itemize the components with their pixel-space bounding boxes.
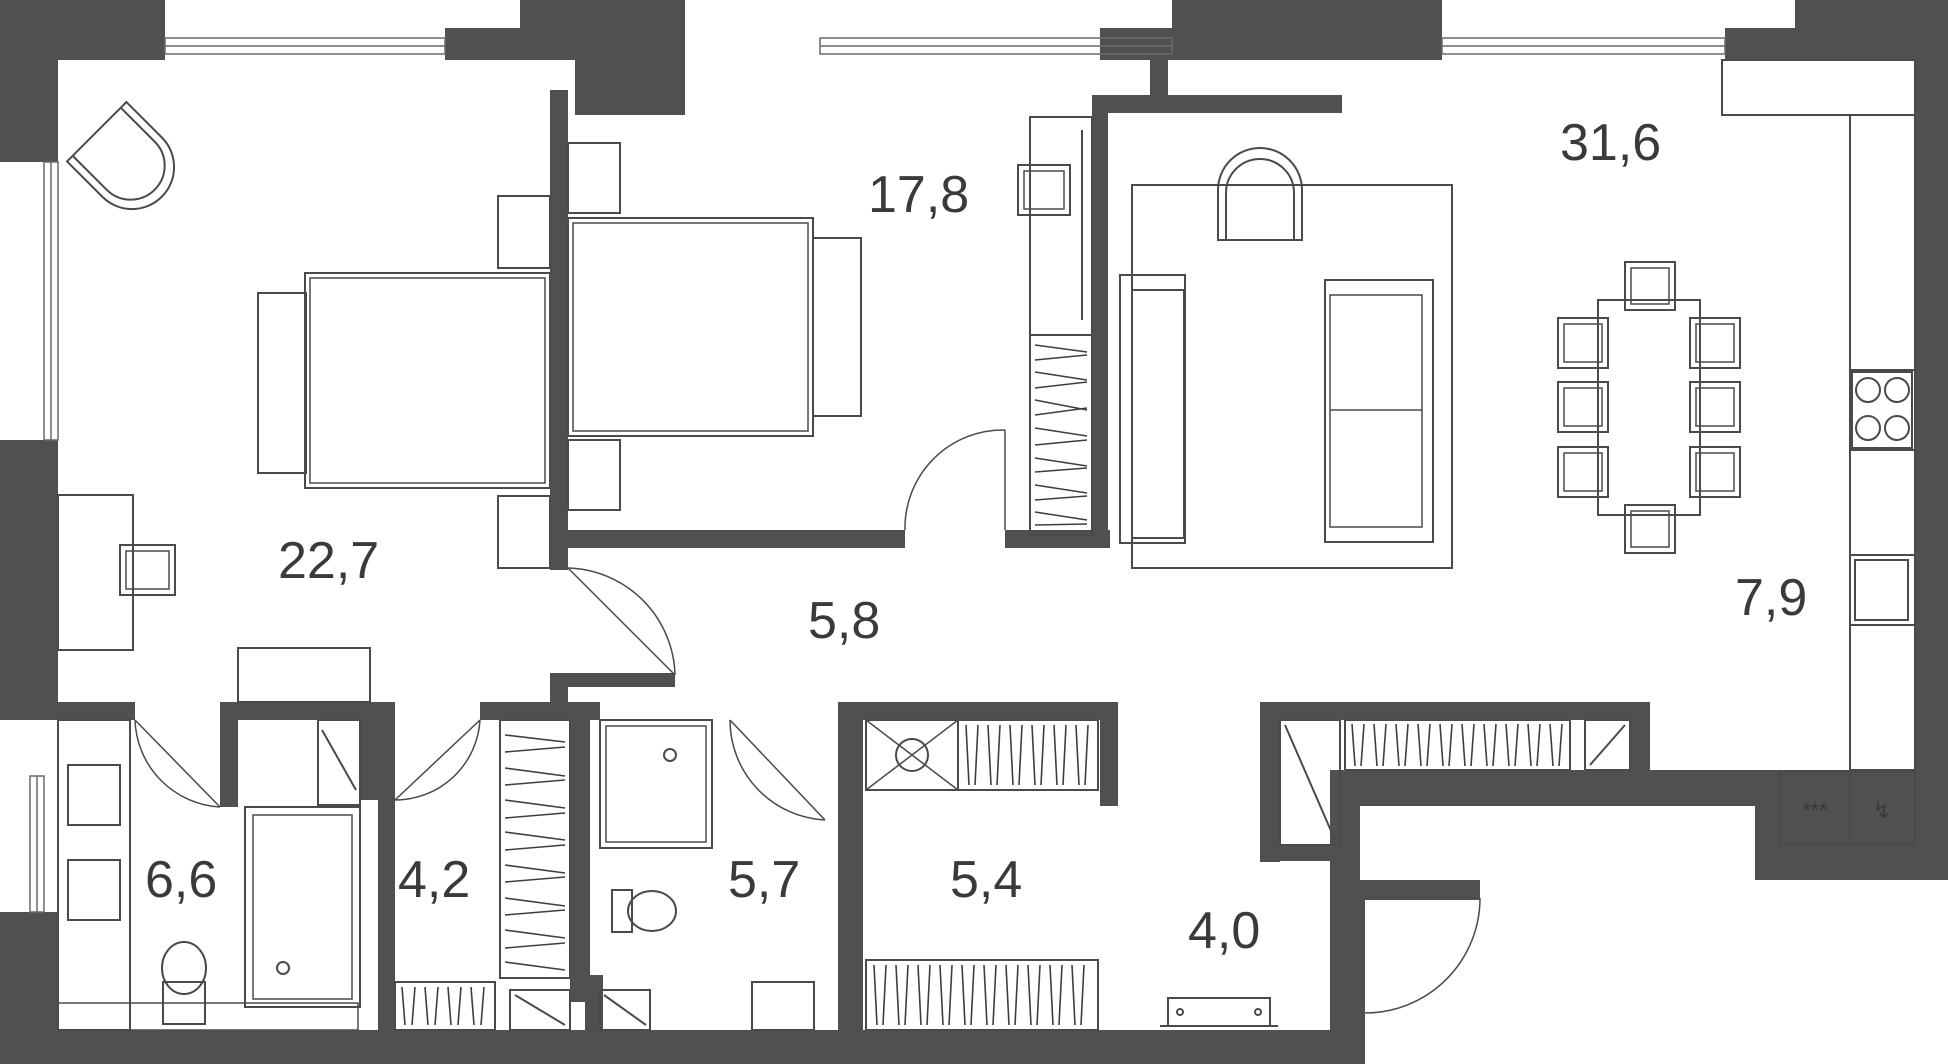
bedroom-1-furniture [57, 100, 551, 703]
radiator-icon [1160, 997, 1278, 1027]
door-entrance [1364, 897, 1481, 1014]
area-laundry: 5,4 [950, 851, 1022, 909]
kitchen-fixtures: *** ↯ [1721, 59, 1916, 845]
hall-closet-right [1584, 719, 1631, 771]
living-armchair-icon [1217, 147, 1303, 241]
washbasin-2 [751, 981, 815, 1031]
desk-chair [119, 544, 176, 596]
hall-wardrobe-hatch [1344, 719, 1571, 771]
double-bed-1 [304, 272, 551, 489]
dining-chair [1557, 446, 1609, 498]
area-bathroom-1: 6,6 [145, 851, 217, 909]
dining-chair [1557, 381, 1609, 433]
nightstand-top [497, 195, 551, 269]
sink-icon [1854, 559, 1909, 621]
bathroom-1-cabinet [317, 719, 361, 806]
door-bathroom-2 [729, 719, 826, 821]
nightstand-bottom [497, 495, 551, 569]
laundry-shelf-bottom [865, 959, 1099, 1031]
upper-cabinet [1721, 59, 1916, 116]
laundry-shelf-top [957, 719, 1099, 791]
window-top-right [1441, 37, 1726, 55]
toilet-icon [161, 941, 207, 1025]
doors [134, 429, 1481, 1014]
window-top-left [164, 37, 446, 55]
dining-furniture [1557, 261, 1741, 554]
dining-chair [1689, 446, 1741, 498]
living-room-furniture [1119, 147, 1453, 569]
washbasin-bottom [67, 859, 121, 921]
shower-icon [599, 719, 713, 849]
washbasin-top [67, 764, 121, 826]
bed-pillow-2 [812, 237, 862, 417]
rug [1131, 184, 1453, 569]
nightstand-top-2 [567, 142, 621, 214]
area-entrance: 4,0 [1188, 902, 1260, 960]
area-kitchen: 7,9 [1735, 569, 1807, 627]
area-wardrobe: 4,2 [398, 851, 470, 909]
nightstand-bottom-2 [567, 439, 621, 511]
area-hall: 5,8 [808, 592, 880, 650]
electric-panel: ↯ [1849, 771, 1916, 845]
bathroom-2-fixtures [599, 719, 815, 1031]
bed-pillow [257, 292, 307, 474]
dining-chair [1557, 317, 1609, 369]
wardrobe-shelf [509, 989, 571, 1031]
door-wardrobe [394, 719, 481, 801]
area-labels: 22,7 17,8 31,6 7,9 5,8 6,6 4,2 5,7 5,4 4… [145, 114, 1807, 960]
dining-chair [1624, 261, 1676, 311]
area-bedroom-2: 17,8 [868, 166, 969, 224]
kitchen-counter [1849, 114, 1916, 771]
window-left-upper [43, 161, 59, 441]
tv-stand [1119, 274, 1186, 544]
bathroom-1-fixtures [57, 719, 361, 1031]
interior-walls [0, 60, 1650, 1030]
electric-panel-icon: ↯ [1873, 798, 1891, 823]
area-bedroom-1: 22,7 [278, 532, 379, 590]
washer-icon [865, 719, 959, 791]
laundry-fixtures [865, 719, 1099, 1031]
wardrobe-hatch-vertical [499, 719, 571, 979]
windows [29, 37, 1726, 913]
dining-table [1597, 299, 1701, 516]
wardrobe-hatch-bedroom-2 [1029, 334, 1093, 536]
hall-fixtures [1160, 719, 1631, 1027]
door-bathroom-1 [134, 719, 221, 808]
desk [57, 494, 134, 651]
area-bathroom-2: 5,7 [728, 851, 800, 909]
double-bed-2 [567, 217, 814, 437]
armchair-icon [65, 100, 176, 211]
door-bedroom-1 [567, 567, 676, 676]
hall-closet-left [1279, 719, 1341, 846]
window-left-lower [29, 775, 45, 913]
ventilation-symbol: *** [1802, 798, 1828, 823]
area-living-room: 31,6 [1560, 114, 1661, 172]
dining-chair [1689, 381, 1741, 433]
stove-icon [1851, 371, 1913, 449]
toilet-2-icon [611, 889, 677, 933]
bedroom-2-chair [1017, 164, 1071, 216]
door-bedroom-2 [904, 429, 1006, 531]
bathtub-icon [244, 806, 361, 1008]
dining-chair [1624, 504, 1676, 554]
bedroom-2-furniture [567, 116, 1093, 536]
bathroom-2-cabinet [599, 989, 651, 1031]
sofa [1324, 279, 1434, 543]
wardrobe-hatch-bottom [394, 981, 496, 1031]
bathroom-1-ledge [57, 1002, 359, 1031]
dining-chair [1689, 317, 1741, 369]
wardrobe-room-fixtures [394, 719, 571, 1031]
dresser [237, 647, 371, 703]
window-top-middle [819, 37, 1173, 55]
